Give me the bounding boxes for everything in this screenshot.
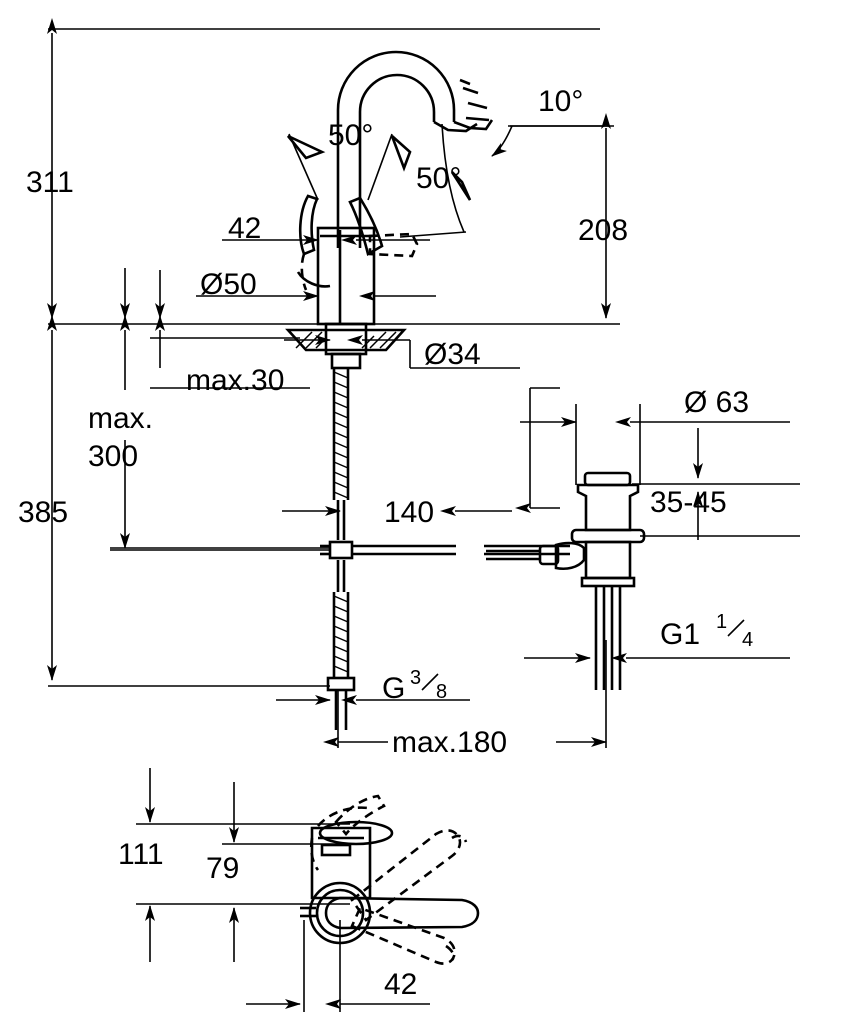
dimension-label-50deg-left: 50°: [328, 119, 373, 152]
dimension-label-g38-den: 8: [436, 681, 447, 703]
dimension-label-10deg: 10°: [538, 85, 583, 118]
dimension-140: 140: [282, 496, 512, 529]
elevation-view: 311 385 max. 300 max.30 208: [18, 18, 628, 759]
dimension-label-d50: Ø50: [200, 268, 257, 301]
callout-g38: G 3 8: [276, 667, 470, 705]
dimension-label-g38-num: 3: [410, 667, 421, 689]
dimension-42: 42: [222, 212, 430, 245]
dimension-label-111: 111: [118, 838, 164, 871]
annotation-50deg-left: 50°: [286, 119, 412, 201]
dimension-label-50deg-right: 50°: [416, 162, 461, 195]
dimension-111: 111: [118, 768, 350, 962]
plan-view: 111 79: [118, 768, 480, 1012]
plan-mixer-body: [300, 794, 480, 965]
hose-braid-lower: [333, 595, 349, 673]
dimension-385: 385: [18, 315, 68, 681]
dimension-label-311: 311: [26, 166, 74, 199]
dimension-label-max: max.: [88, 402, 153, 435]
dimension-label-plan-42: 42: [384, 968, 417, 1001]
deck-mounting-assembly: [285, 322, 407, 370]
waste-body: [486, 471, 646, 690]
dimension-label-d63: Ø 63: [684, 386, 749, 419]
dimension-max300: max. 300: [88, 268, 330, 549]
annotation-50deg-right: 50°: [399, 123, 472, 238]
dimension-label-79: 79: [206, 852, 239, 885]
faucet-spout: [336, 50, 494, 248]
dimension-label-42: 42: [228, 212, 261, 245]
dimension-plan-42: 42: [246, 920, 430, 1012]
dimension-d34: Ø34: [284, 335, 520, 371]
dimension-label-g114-num: 1: [716, 611, 727, 633]
dimension-label-385: 385: [18, 496, 68, 529]
dimension-label-d34: Ø34: [424, 338, 481, 371]
dimension-label-max30: max.30: [186, 364, 284, 397]
dimension-label-g114-den: 4: [742, 629, 753, 651]
dimension-79: 79: [206, 782, 360, 962]
annotation-10deg: 10°: [491, 85, 608, 157]
dimension-label-g38: G: [382, 672, 405, 705]
dimension-label-208: 208: [578, 214, 628, 247]
dimension-d50: Ø50: [196, 268, 436, 301]
dimension-max30: max.30: [150, 270, 310, 397]
dimension-d63: Ø 63: [520, 386, 790, 485]
hose-braid-upper: [333, 371, 349, 499]
dimension-max180: max.180: [323, 640, 607, 759]
dimension-208: 208: [510, 113, 628, 319]
waste-detail-view: Ø 63 35-45 G1 1 4: [486, 386, 800, 690]
dimension-label-max180: max.180: [392, 726, 507, 759]
dimension-311: 311: [26, 18, 74, 319]
flexible-hose-lower: [326, 560, 356, 730]
dimension-label-300: 300: [88, 440, 138, 473]
dimension-label-3545: 35-45: [650, 486, 727, 519]
lever-handle: [296, 194, 419, 291]
callout-g114: G1 1 4: [524, 611, 790, 663]
flexible-hose-upper: [332, 368, 350, 540]
dimension-label-140: 140: [384, 496, 434, 529]
hose-tee-connector: [110, 540, 570, 560]
dimension-label-g114: G1: [660, 618, 700, 651]
dimension-3545: 35-45: [632, 428, 800, 540]
